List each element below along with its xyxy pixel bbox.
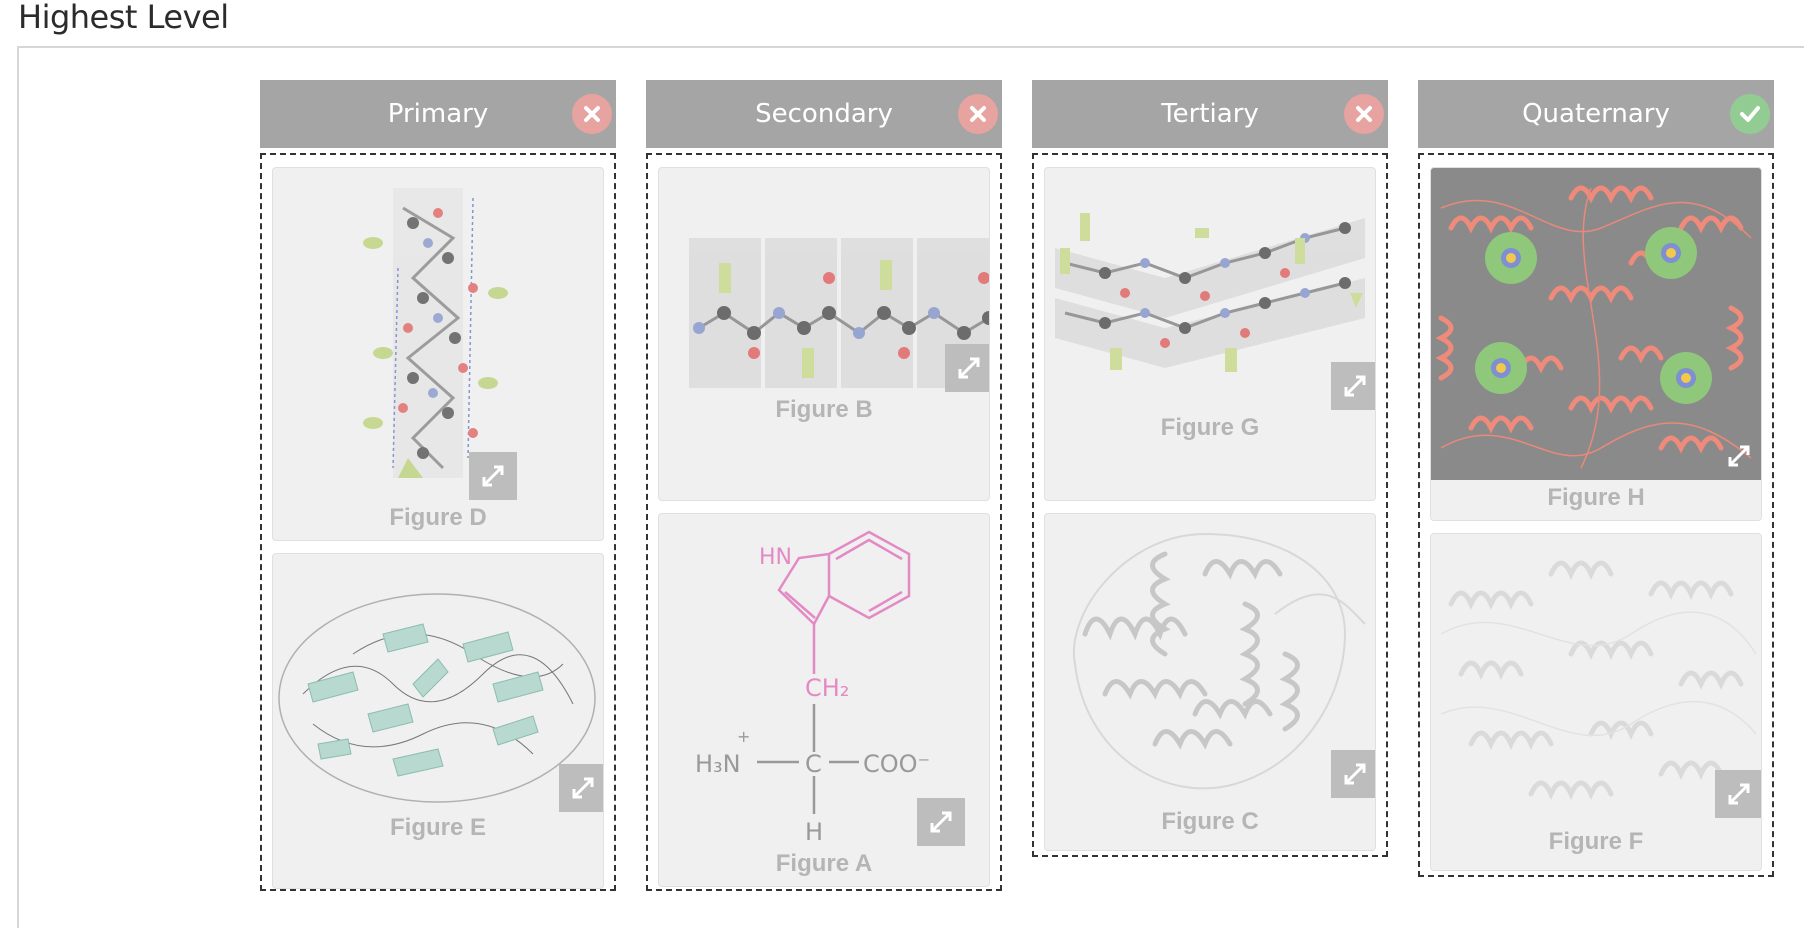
drop-zone-primary[interactable]: Figure D: [260, 153, 616, 891]
alpha-carbon-label: C: [805, 750, 822, 778]
hydrogen-label: H: [805, 818, 823, 846]
column-title: Quaternary: [1522, 99, 1670, 129]
figure-h-image: [1435, 185, 1752, 469]
figure-card-g[interactable]: Figure G: [1044, 167, 1376, 501]
figure-card-d[interactable]: Figure D: [272, 167, 604, 541]
expand-button[interactable]: [917, 798, 965, 846]
ring-nh-label: HN: [759, 545, 792, 570]
figure-label: Figure D: [389, 504, 487, 531]
page-title: Highest Level: [18, 0, 229, 36]
side-chain-label: CH₂: [805, 674, 849, 702]
close-icon: [1356, 106, 1372, 122]
column-title: Tertiary: [1161, 99, 1259, 129]
status-incorrect: [958, 94, 998, 134]
figure-card-c[interactable]: Figure C: [1044, 513, 1376, 851]
expand-button[interactable]: [469, 452, 517, 500]
figure-card-b[interactable]: Figure B: [658, 167, 990, 501]
figure-label: Figure A: [775, 850, 873, 877]
carboxyl-label: COO⁻: [863, 750, 930, 778]
expand-icon: [482, 465, 504, 487]
column-tertiary: Tertiary Figure G: [1032, 80, 1388, 857]
column-header-primary: Primary: [260, 80, 616, 148]
figure-card-a[interactable]: HN CH₂ H₃N + C COO⁻ H Figure A: [658, 513, 990, 887]
expand-icon: [930, 811, 952, 833]
figure-card-e[interactable]: Figure E: [272, 553, 604, 889]
figure-a-image: HN CH₂ H₃N + C COO⁻ H: [695, 530, 930, 846]
expand-button[interactable]: [1331, 362, 1375, 410]
expand-button[interactable]: [559, 764, 603, 812]
expand-button[interactable]: [1331, 750, 1375, 798]
column-secondary: Secondary: [646, 80, 1002, 891]
column-quaternary: Quaternary: [1418, 80, 1774, 877]
expand-icon: [572, 777, 594, 799]
figure-label: Figure F: [1548, 828, 1644, 855]
amine-label: H₃N: [695, 750, 741, 778]
expand-button[interactable]: [945, 344, 989, 392]
charge-plus-label: +: [737, 727, 750, 746]
expand-icon: [1344, 375, 1366, 397]
column-primary: Primary Figure D: [260, 80, 616, 891]
column-header-tertiary: Tertiary: [1032, 80, 1388, 148]
column-title: Secondary: [755, 99, 893, 129]
expand-button[interactable]: [1715, 770, 1761, 818]
check-icon: [1740, 106, 1760, 122]
status-incorrect: [1344, 94, 1384, 134]
close-icon: [584, 106, 600, 122]
expand-icon: [1728, 783, 1750, 805]
figure-label: Figure H: [1547, 484, 1645, 511]
expand-button[interactable]: [1715, 432, 1761, 480]
column-title: Primary: [387, 99, 489, 129]
expand-icon: [958, 357, 980, 379]
figure-card-h[interactable]: Figure H: [1430, 167, 1762, 521]
column-header-quaternary: Quaternary: [1418, 80, 1774, 148]
content-frame: [17, 46, 1804, 928]
figure-d-image: [363, 188, 508, 478]
drop-zone-secondary[interactable]: Figure B HN CH₂: [646, 153, 1002, 891]
figure-c-image: [1072, 532, 1366, 790]
figure-label: Figure G: [1160, 414, 1260, 441]
status-incorrect: [572, 94, 612, 134]
figure-card-f[interactable]: Figure F: [1430, 533, 1762, 871]
figure-b-image: [689, 238, 989, 388]
figure-e-image: [278, 593, 596, 803]
drop-zone-quaternary[interactable]: Figure H: [1418, 153, 1774, 877]
status-correct: [1730, 94, 1770, 134]
drop-zone-tertiary[interactable]: Figure G: [1032, 153, 1388, 857]
figure-label: Figure C: [1161, 808, 1259, 835]
figure-f-image: [1440, 560, 1757, 801]
column-header-secondary: Secondary: [646, 80, 1002, 148]
figure-label: Figure B: [775, 396, 873, 423]
expand-icon: [1728, 445, 1750, 467]
expand-icon: [1344, 763, 1366, 785]
figure-g-image: [1055, 213, 1365, 372]
close-icon: [970, 106, 986, 122]
figure-label: Figure E: [389, 814, 486, 841]
